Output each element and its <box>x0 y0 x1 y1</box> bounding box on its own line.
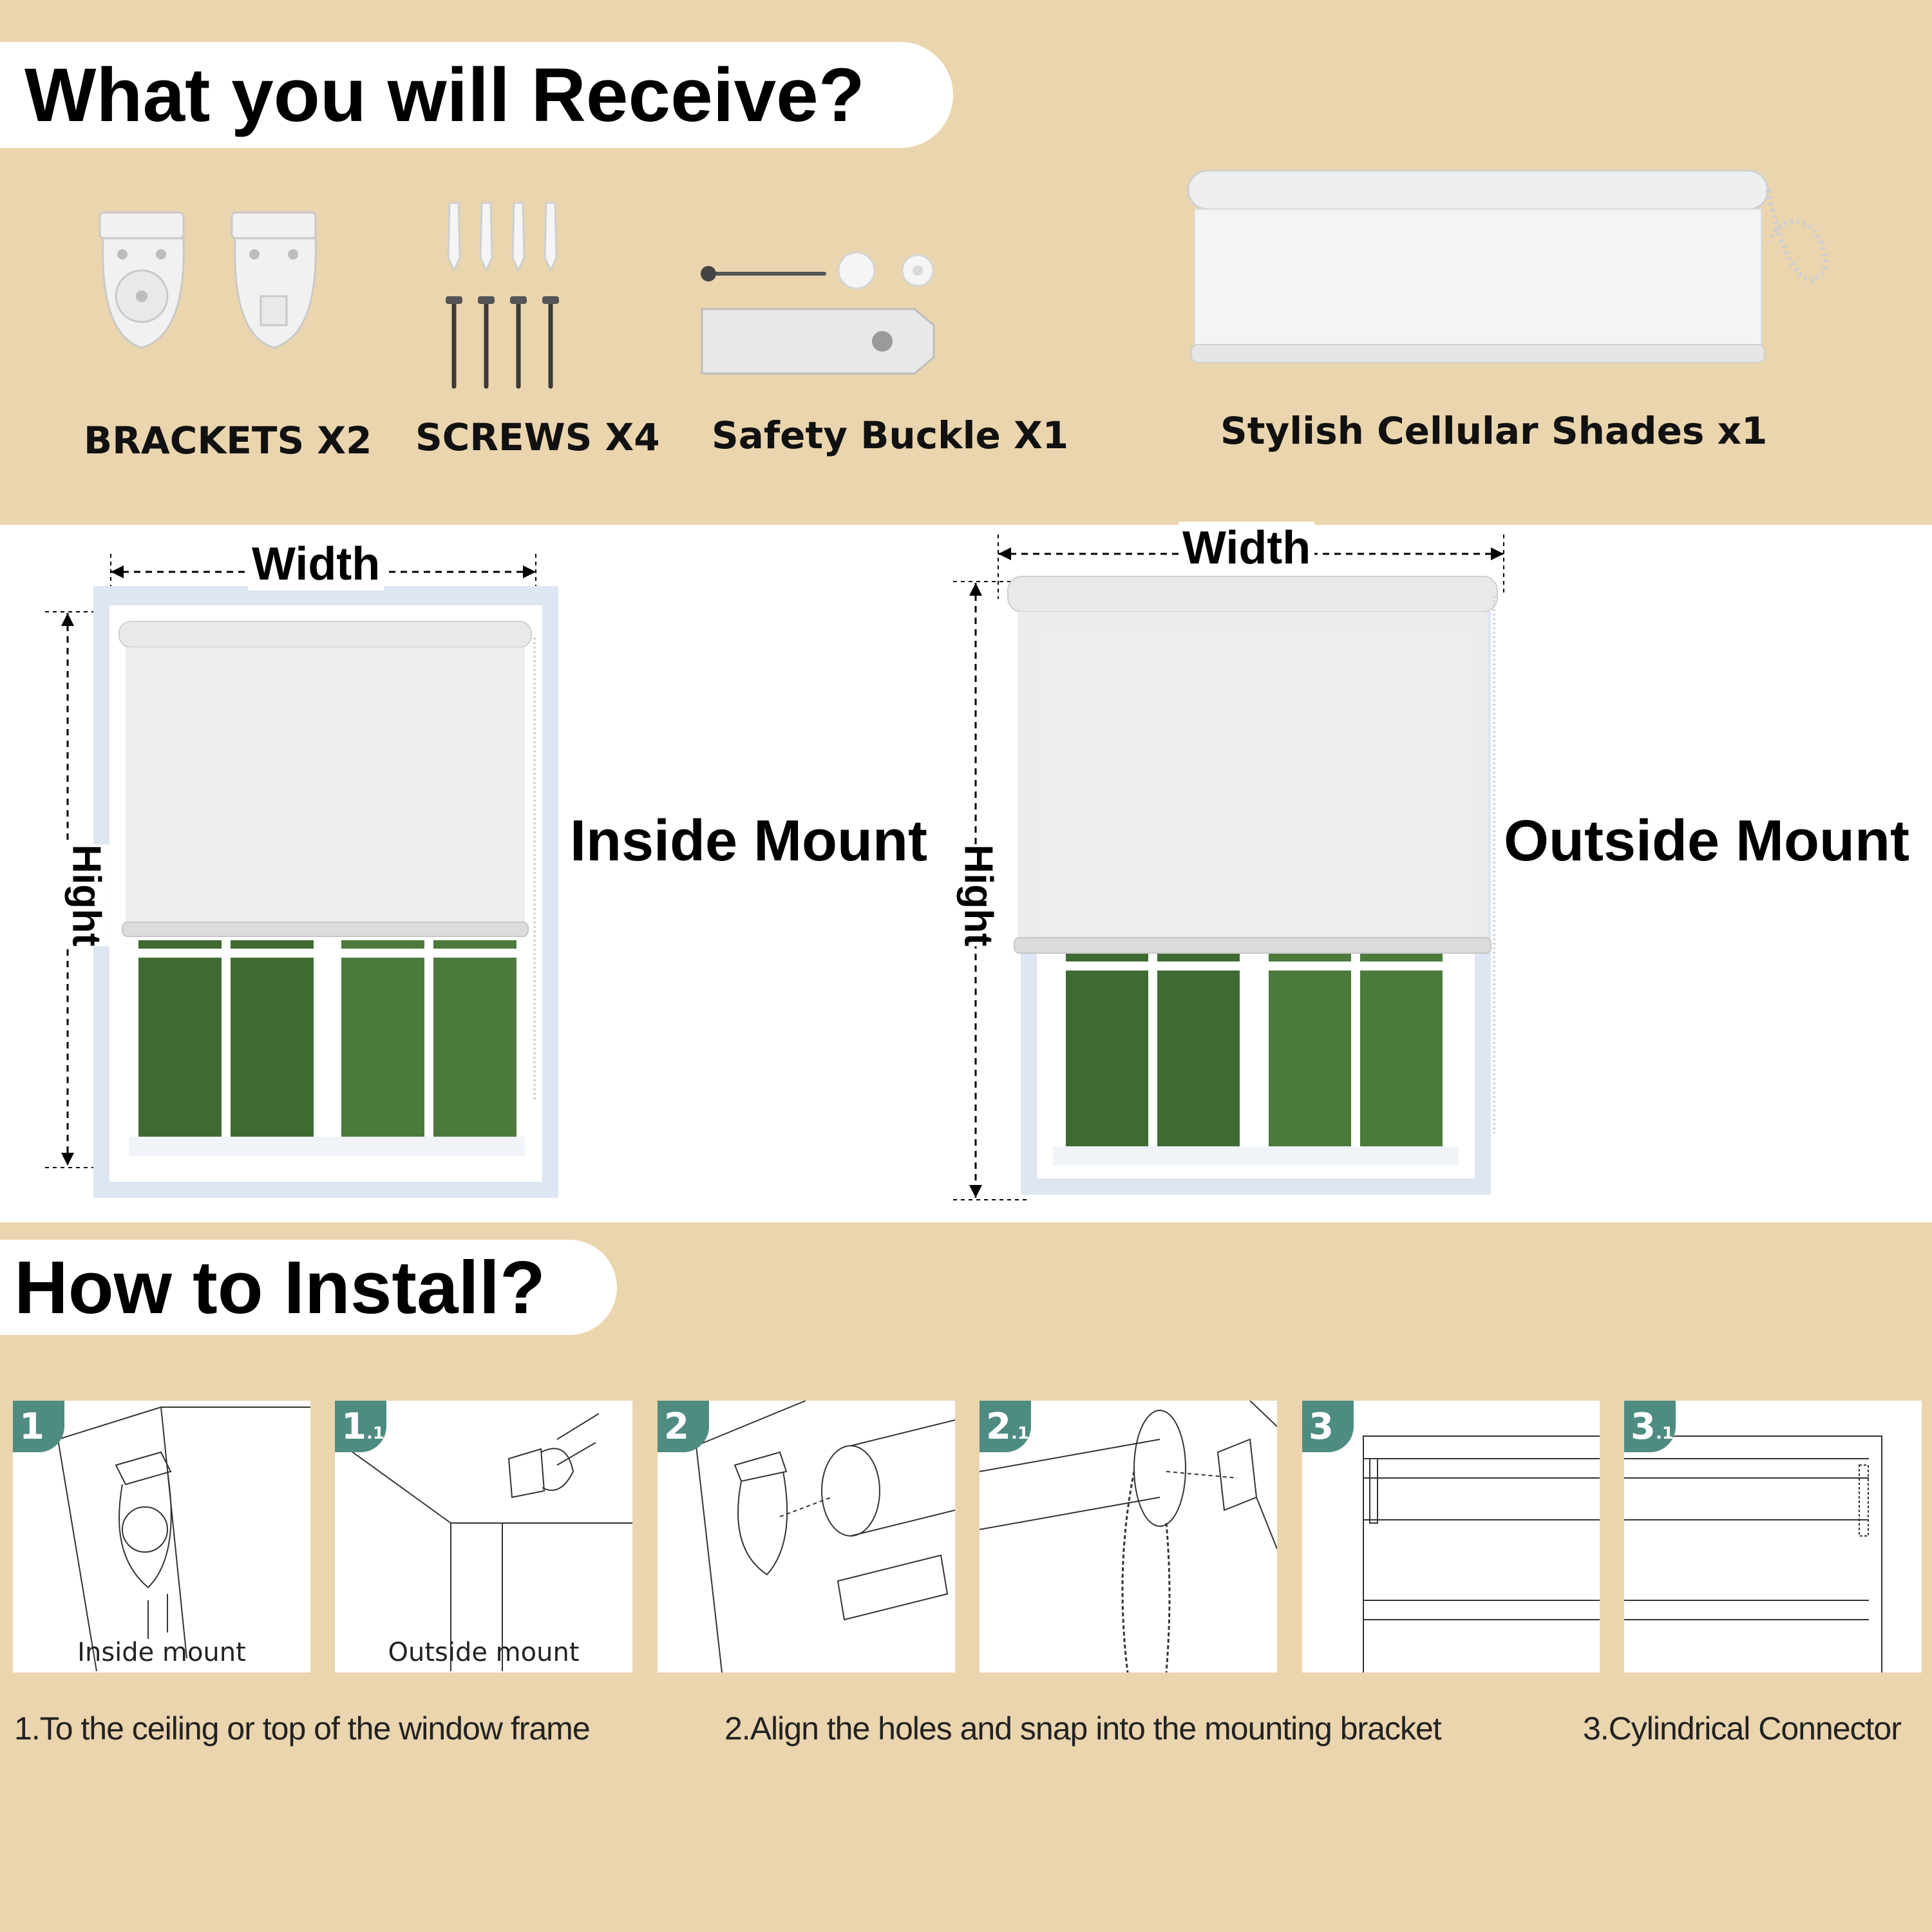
receive-title-pill: What you will Receive? <box>0 42 953 148</box>
inside-height-label: Hight <box>63 844 109 947</box>
step-panel-2: 2 <box>658 1401 955 1672</box>
step-panel-3: 3 <box>1302 1401 1600 1672</box>
wall-bracket-diagram <box>335 1413 632 1671</box>
step-caption-inside-mount: Inside mount <box>77 1638 246 1667</box>
installed-shade-diagram <box>1363 1435 1600 1672</box>
instruction-step-1: 1.To the ceiling or top of the window fr… <box>14 1710 591 1747</box>
outside-mount-label: Outside Mount <box>1504 809 1909 873</box>
step-panel-2-1: 2.1 <box>980 1401 1277 1672</box>
outside-height-label: Hight <box>955 844 1001 947</box>
inside-mount-label: Inside Mount <box>570 809 927 873</box>
safety-buckle-label: Safety Buckle X1 <box>712 413 1069 457</box>
screws-image <box>446 202 559 389</box>
install-title: How to Install? <box>14 1245 545 1329</box>
step-badge-1: 1 <box>13 1401 64 1452</box>
brackets-image <box>99 211 317 349</box>
receive-title: What you will Receive? <box>24 52 865 138</box>
screws-label: SCREWS X4 <box>415 415 660 459</box>
step-badge-3: 3 <box>1302 1401 1354 1452</box>
step-panel-1-1: 1.1 Outside mount <box>335 1401 632 1672</box>
step-panel-1: 1 Inside mount <box>13 1401 310 1672</box>
step-badge-2: 2 <box>658 1401 709 1452</box>
inside-width-label: Width <box>248 538 384 591</box>
snap-bracket-diagram <box>696 1401 955 1672</box>
step-badge-2-1: 2.1 <box>980 1401 1031 1452</box>
step-caption-outside-mount: Outside mount <box>388 1638 580 1667</box>
outside-width-label: Width <box>1179 522 1315 574</box>
step-panel-3-1: 3.1 <box>1624 1401 1922 1672</box>
step-badge-1-1: 1.1 <box>335 1401 386 1452</box>
inside-mount-window <box>45 554 558 1198</box>
instruction-step-3: 3.Cylindrical Connector <box>1583 1710 1902 1747</box>
ceiling-bracket-diagram <box>57 1406 310 1672</box>
instruction-step-2: 2.Align the holes and snap into the moun… <box>724 1710 1442 1747</box>
chain-side-diagram <box>980 1401 1277 1672</box>
safety-buckle-image <box>701 251 935 375</box>
outside-mount-window <box>953 535 1504 1200</box>
cellular-shade-image <box>1187 169 1828 363</box>
cellular-shade-label: Stylish Cellular Shades x1 <box>1220 409 1768 453</box>
install-title-pill: How to Install? <box>0 1240 617 1335</box>
brackets-label: BRACKETS X2 <box>84 419 372 462</box>
connector-diagram <box>1624 1435 1882 1672</box>
step-badge-3-1: 3.1 <box>1624 1401 1676 1452</box>
